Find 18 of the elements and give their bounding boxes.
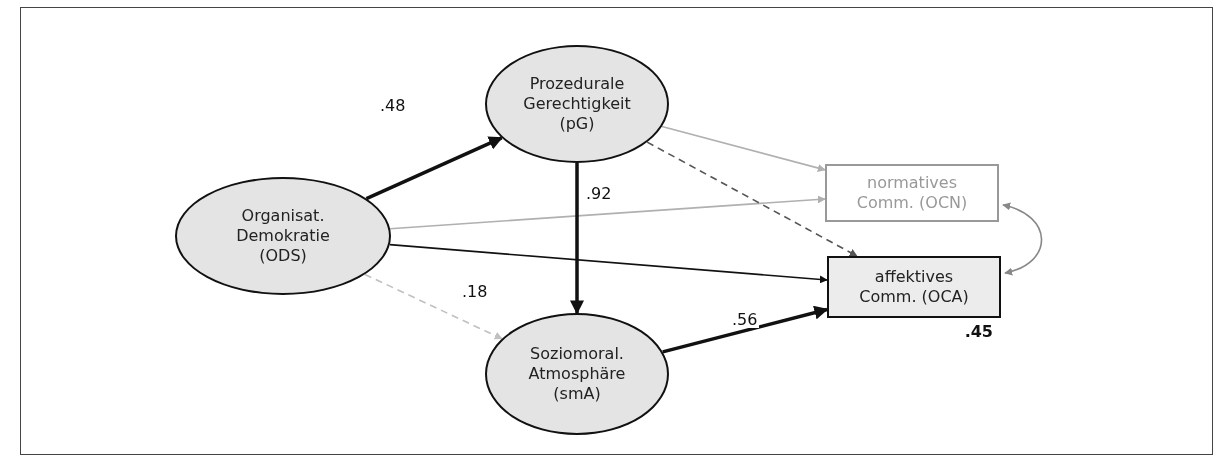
node-label: Prozedurale Gerechtigkeit (pG) (522, 74, 632, 134)
arrow (365, 136, 503, 201)
arrow (570, 163, 584, 315)
r-squared-value: .45 (964, 321, 993, 343)
node-label: affektives Comm. (OCA) (858, 267, 970, 307)
edge-label: .48 (378, 98, 408, 114)
arrow (662, 305, 829, 354)
observed-variable-box (825, 164, 999, 222)
edge-label: .56 (730, 312, 760, 328)
arrow (389, 243, 828, 284)
arrow (364, 273, 503, 340)
node-label: normatives Comm. (OCN) (855, 173, 969, 213)
arrow (389, 195, 826, 230)
arrow (646, 141, 858, 257)
arrow (1002, 203, 1043, 275)
edge-label: .18 (460, 284, 490, 300)
node-label: Organisat. Demokratie (ODS) (235, 206, 331, 266)
node-label: Soziomoral. Atmosphäre (smA) (527, 344, 627, 404)
